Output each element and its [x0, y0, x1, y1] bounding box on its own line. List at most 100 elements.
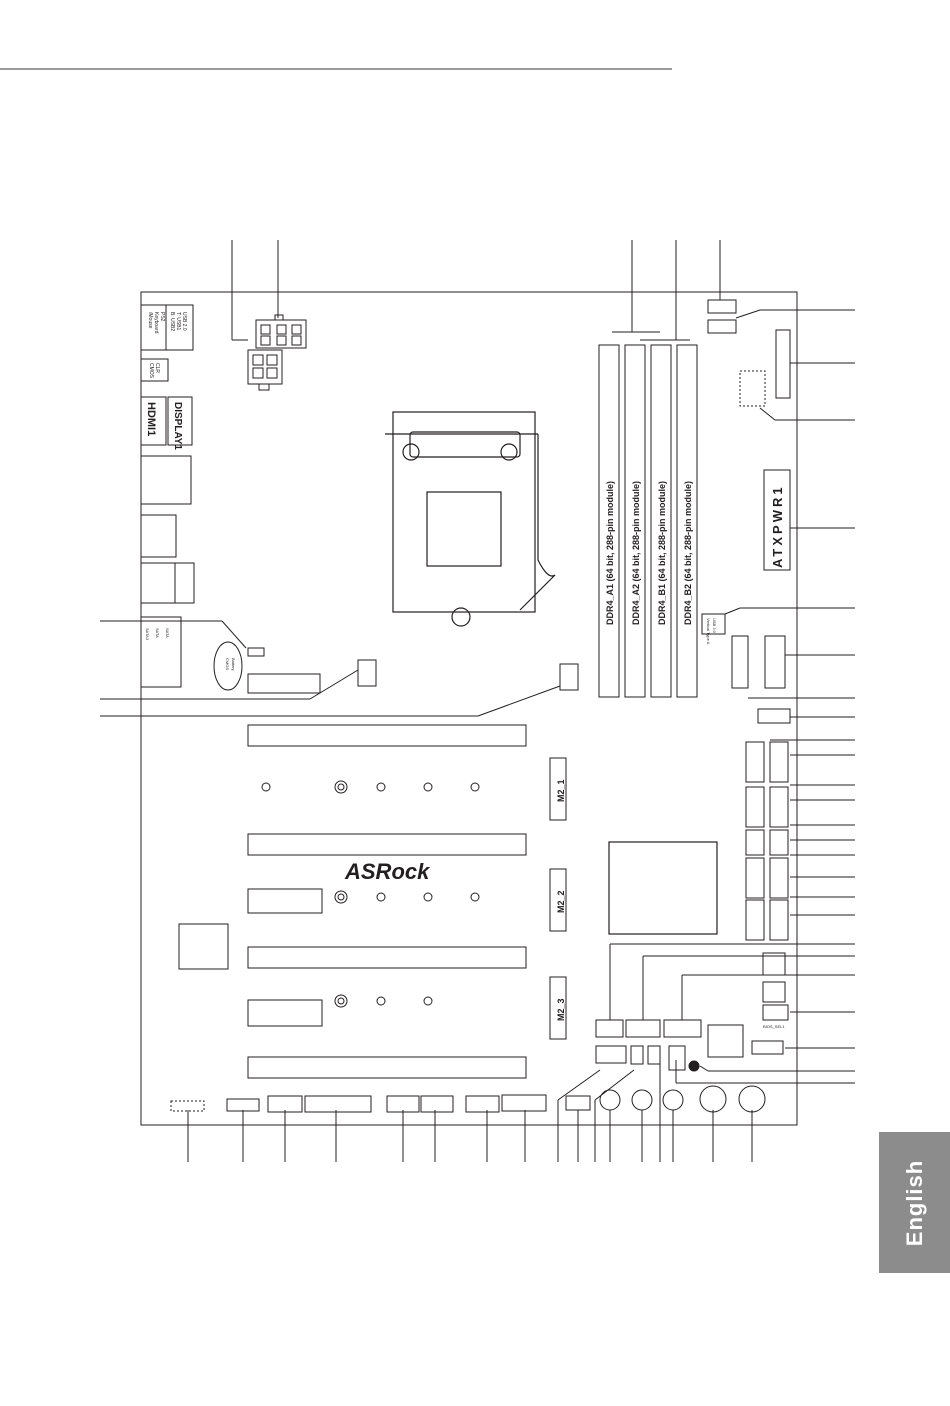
io-chip	[178, 923, 229, 970]
usb-ps2-port	[140, 304, 194, 351]
left-label-1: SATA	[155, 628, 160, 638]
displayport	[167, 396, 193, 446]
dimm-slot-b2	[676, 344, 698, 698]
pcie-slot-1	[247, 724, 527, 747]
dimm-label-a1: DDR4_A1 (64 bit, 288-pin module)	[605, 481, 615, 625]
pcie-slot-2	[247, 833, 527, 856]
dip-switch	[595, 1045, 627, 1064]
power-button	[599, 1089, 621, 1111]
m2-slot-3	[549, 976, 567, 1040]
debug-header	[751, 1040, 784, 1055]
vertical-usb-label-0: Vertical Type A	[706, 618, 711, 645]
hdmi-port	[140, 396, 167, 446]
left-label-0: SATA3	[145, 628, 150, 641]
brand-logo: ASRock	[344, 859, 431, 884]
language-tab-label: English	[901, 1159, 927, 1246]
atx-power-connector	[763, 469, 791, 571]
header-usb-2	[420, 1095, 454, 1113]
clr-cmos-label-1: CMOS	[148, 363, 154, 379]
dimm-slot-a1	[598, 344, 620, 698]
chip-bottom-right-1	[762, 952, 786, 976]
bios-sel-switch	[762, 1004, 789, 1021]
dimm-slot-b1	[650, 344, 672, 698]
m2-label-3: M2_3	[556, 998, 566, 1021]
m2-slot-2	[549, 868, 567, 932]
pcie-x1-slot-2	[247, 888, 323, 914]
dimm-slot-a2	[624, 344, 646, 698]
dimm-label-b1: DDR4_B1 (64 bit, 288-pin module)	[657, 481, 667, 625]
m2-label-2: M2_2	[556, 890, 566, 913]
jumper-c	[668, 1045, 686, 1071]
pcie-slots	[247, 724, 527, 1079]
header-usb-3	[465, 1095, 500, 1113]
reset-button	[631, 1089, 653, 1111]
sata-ports	[745, 741, 789, 941]
chip-bottom-right-2	[762, 981, 786, 1003]
header-panel	[501, 1094, 547, 1112]
usb-ps2-label-3: PS2	[159, 312, 165, 322]
jumper-a	[630, 1045, 644, 1065]
dimm-label-b2: DDR4_B2 (64 bit, 288-pin module)	[683, 481, 693, 625]
m2-connectors	[549, 757, 567, 1040]
usb-ps2-label-2: B: USB2	[169, 312, 175, 331]
usb-lan-port	[140, 455, 192, 505]
displayport-label: DISPLAY1	[172, 402, 183, 450]
cmos-battery-label-1: Battery	[231, 658, 236, 671]
header-com	[304, 1095, 372, 1113]
mount-hole-2	[738, 1085, 766, 1113]
header-usb-1	[386, 1095, 420, 1113]
m2-label-1: M2_1	[556, 779, 566, 802]
vertical-usb-port	[701, 613, 726, 635]
dimm-slots	[598, 344, 698, 698]
cmos-battery-label-0: CMOS	[225, 658, 230, 670]
jumper-b	[647, 1045, 661, 1065]
left-label-2: SATA	[165, 628, 170, 638]
header-tpm	[170, 1100, 205, 1112]
m2-slot-1	[549, 757, 567, 821]
board-outline	[140, 291, 798, 1126]
fan-header-center	[559, 663, 579, 691]
header-audio	[267, 1095, 303, 1113]
m2-standoffs	[261, 780, 480, 1008]
cpu-power-connector	[247, 314, 307, 391]
cpu-socket	[385, 411, 556, 627]
clr-cmos-button	[140, 358, 169, 382]
cmos-battery	[213, 641, 243, 691]
clr-cmos-onboard-button	[662, 1089, 684, 1111]
atx-power-label: ATXPWR1	[770, 484, 785, 568]
usb3-header-1	[731, 635, 749, 689]
usb3-header-2	[764, 635, 786, 689]
chip-bottom-right-3	[707, 1024, 744, 1058]
usb-ps2-label-0: USB 2.0	[181, 312, 187, 331]
hdmi-label: HDMI1	[145, 402, 157, 436]
audio-codec-area	[140, 616, 182, 688]
fan-header-top-1	[707, 299, 737, 314]
dimm-label-a2: DDR4_A2 (64 bit, 288-pin module)	[631, 481, 641, 625]
sata-bottom-3	[663, 1019, 702, 1038]
chipset	[608, 841, 718, 935]
bios-sel-label: BIOS_SEL1	[763, 1024, 785, 1029]
pcie-x1-slot-top	[247, 673, 321, 694]
fan-header-mid	[757, 708, 791, 724]
header-rule	[0, 68, 672, 70]
sata-bottom-2	[625, 1019, 661, 1038]
mount-hole-1	[699, 1085, 727, 1113]
pcie-slot-3	[247, 946, 527, 969]
sata-bottom-1	[595, 1019, 624, 1038]
usb-port-2	[140, 514, 177, 558]
pcie-x1-slot-3	[247, 999, 323, 1027]
rgb-header	[775, 329, 791, 399]
clr-cmos-label-0: CLR	[154, 363, 160, 373]
audio-jack	[140, 562, 195, 604]
fan-header-top-2	[707, 319, 737, 334]
dashed-box	[739, 370, 766, 407]
fan-header-bottom	[565, 1095, 591, 1111]
language-tab: English	[879, 1132, 950, 1273]
header-fan-bottom	[226, 1098, 260, 1112]
bottom-headers	[170, 1094, 547, 1113]
usb-ps2-label-5: /Mouse	[147, 312, 153, 329]
pcie-slot-4	[247, 1056, 527, 1079]
fan-header-left	[357, 659, 377, 687]
usb-ps2-label-4: Keyboard	[153, 312, 159, 334]
